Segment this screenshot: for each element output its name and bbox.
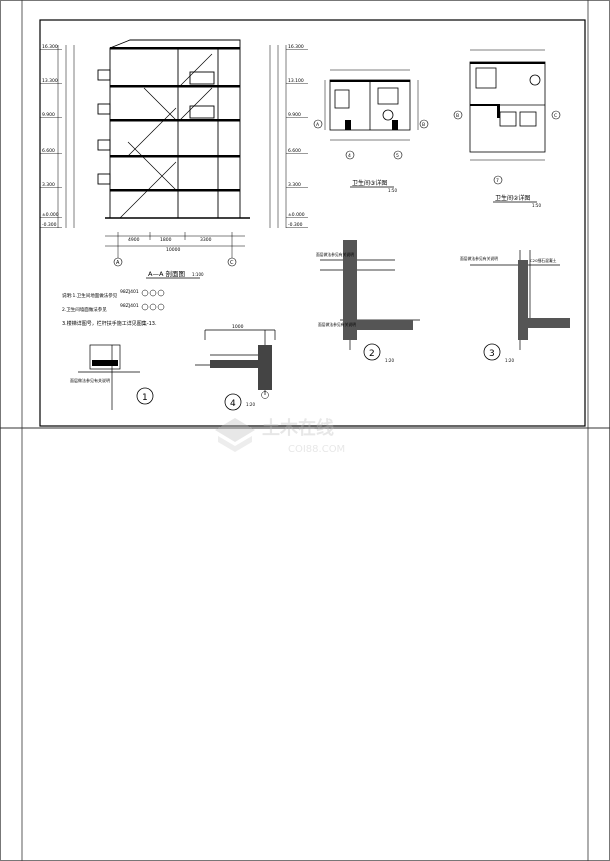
b2-axis-7: 7 — [496, 178, 499, 184]
notes: 说明:1.卫生间地面做法参见 98ZJ401 2.卫生间墙面做法参见 98ZJ4… — [62, 289, 165, 327]
detail-1: 面层做法参见有关说明 1 — [70, 344, 154, 410]
level-left-0: 16.300 — [42, 44, 58, 50]
level-left-4: 3.300 — [42, 182, 55, 188]
dim-1: 4900 — [128, 237, 140, 243]
axis-a: A — [116, 260, 120, 266]
levels-left: 16.300 13.300 9.900 6.600 3.300 ±0.000 -0.300 — [40, 44, 62, 228]
watermark-sub: COI88.COM — [288, 444, 345, 455]
d3-top-note: 面层做法参见有关说明 — [460, 256, 498, 261]
watermark: 土木在线 COI88.COM — [215, 417, 345, 455]
detail-2: 面层做法参见有关说明 面层做法参见有关说明 2 1:20 — [316, 240, 420, 363]
d3-side-note: C20细石混凝土 — [530, 258, 557, 263]
axis-c: C — [230, 260, 234, 266]
drawing-frame — [39, 19, 586, 427]
detail-1-number: 1 — [142, 393, 148, 403]
level-right-5: ±0.000 — [288, 212, 305, 218]
level-left-1: 13.300 — [42, 78, 58, 84]
note-line-2: 2.卫生间墙面做法参见 — [62, 306, 107, 313]
b3-axis-b: B — [422, 122, 425, 128]
note-line-1: 说明:1.卫生间地面做法参见 — [62, 292, 118, 299]
level-right-6: -0.300 — [288, 222, 303, 228]
note-line-3: 3.楼梯详图号，栏杆扶手施工详见图集-13. — [62, 320, 157, 327]
level-right-0: 16.300 — [288, 44, 304, 50]
detail-4-scale: 1:20 — [246, 402, 255, 407]
detail-2-number: 2 — [369, 349, 375, 359]
note-ref-2: 98ZJ401 — [120, 303, 139, 309]
detail-3-scale: 1:20 — [505, 358, 514, 363]
detail-4-number: 4 — [230, 399, 236, 409]
level-left-3: 6.600 — [42, 148, 55, 154]
b3-axis-a: A — [316, 122, 320, 128]
d4-dim: 1000 — [232, 324, 244, 330]
level-left-2: 9.900 — [42, 112, 55, 118]
bathroom-3-detail: 4 5 A B 卫生间③详图 1:50 — [313, 69, 429, 193]
b3-axis-5: 5 — [396, 153, 399, 159]
watermark-main: 土木在线 — [262, 417, 334, 439]
dim-2: 1800 — [160, 237, 172, 243]
section-title: A—A 剖面图 — [148, 269, 185, 278]
b3-title: 卫生间③详图 — [352, 179, 387, 187]
dim-total: 10000 — [166, 247, 180, 253]
section-a-a: 16.30013.3009.9006.6003.300±0.000-0.300 … — [40, 39, 308, 279]
detail-2-scale: 1:20 — [385, 358, 394, 363]
level-right-1: 13.100 — [288, 78, 304, 84]
d2-bottom-note: 面层做法参见有关说明 — [318, 322, 356, 327]
b2-axis-c: C — [554, 113, 557, 119]
detail-3-number: 3 — [489, 349, 495, 359]
dim-3: 3300 — [200, 237, 212, 243]
level-left-5: ±0.000 — [42, 212, 59, 218]
level-left-6: -0.300 — [42, 222, 57, 228]
note-ref-1: 98ZJ401 — [120, 289, 139, 295]
b2-title: 卫生间②详图 — [495, 194, 530, 202]
detail-4: 1000 4 1:20 — [195, 324, 276, 411]
level-right-3: 6.600 — [288, 148, 301, 154]
detail-3: 面层做法参见有关说明 C20细石混凝土 3 1:20 — [460, 250, 570, 363]
d1-note: 面层做法参见有关说明 — [70, 377, 110, 383]
watermark-logo-icon — [215, 418, 255, 452]
level-right-2: 9.900 — [288, 112, 301, 118]
section-scale: 1:100 — [192, 272, 204, 277]
bathroom-2-detail: B C 7 卫生间②详图 1:50 — [453, 49, 561, 208]
b2-scale: 1:50 — [532, 203, 541, 208]
b3-axis-4: 4 — [348, 153, 351, 159]
level-right-4: 3.300 — [288, 182, 301, 188]
b2-axis-b: B — [456, 113, 459, 119]
levels-right: 16.300 13.100 9.900 6.600 3.300 ±0.000 -0.300 — [286, 44, 308, 228]
d2-top-note: 面层做法参见有关说明 — [316, 252, 354, 257]
b3-scale: 1:50 — [388, 188, 397, 193]
